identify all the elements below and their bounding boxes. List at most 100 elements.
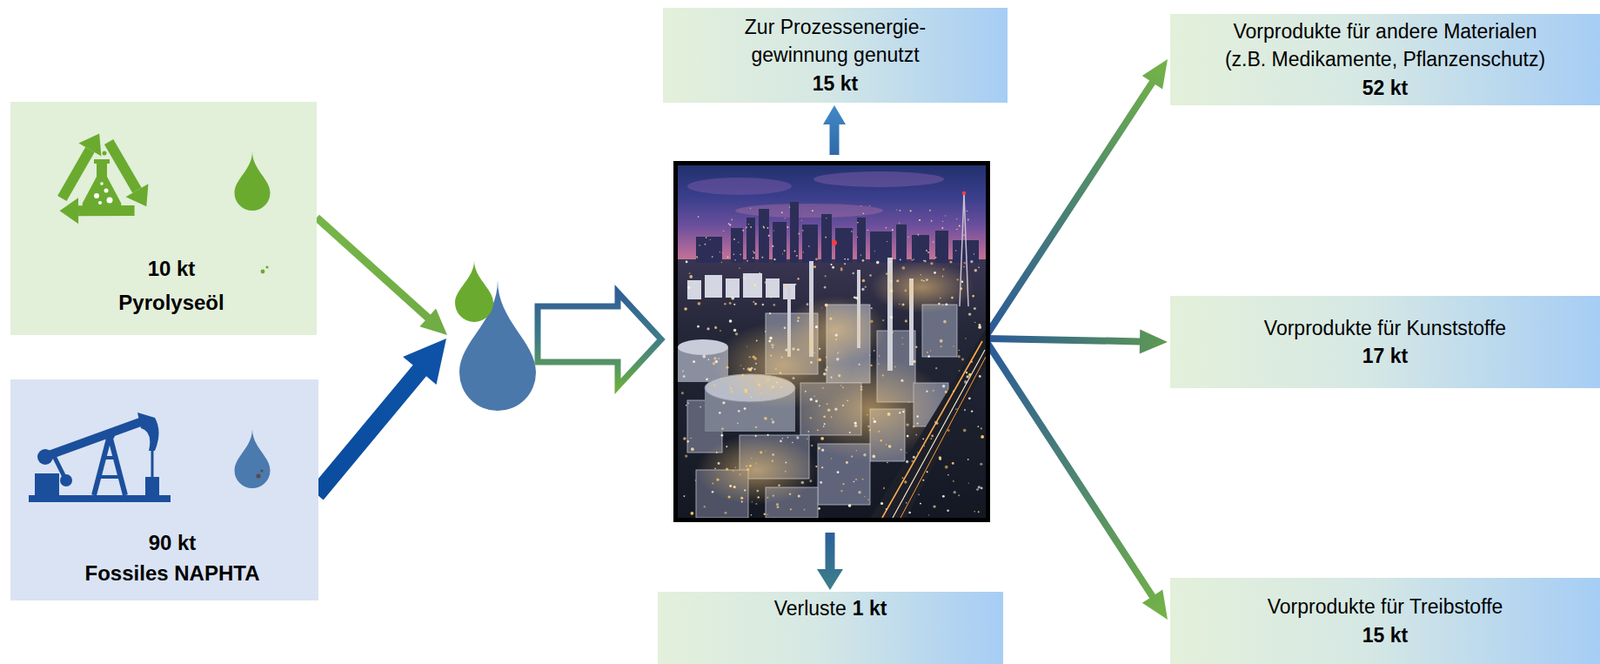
plant-light [824, 274, 827, 277]
pump-pitman [53, 455, 67, 481]
skyline-building [789, 201, 799, 263]
plant-light [806, 437, 808, 439]
plant-light [935, 367, 938, 369]
output-label: Vorprodukte für andere Materialen (z.B. … [1218, 17, 1553, 74]
plant-light [945, 302, 949, 306]
bubble [93, 193, 100, 199]
plant-light [723, 230, 724, 232]
output-label: Zur Prozessenergie- gewinnung genutzt [736, 13, 936, 69]
plant-light [930, 437, 932, 440]
plant-light [767, 227, 770, 229]
plant-light [753, 252, 756, 255]
plant-light [882, 374, 884, 376]
plant-light [888, 444, 892, 449]
plant-light [769, 295, 773, 299]
plant-light [891, 228, 894, 231]
plant-light [889, 279, 892, 282]
plant-light [959, 287, 963, 290]
plant-light [740, 496, 744, 500]
plant-light [904, 319, 908, 322]
plant-light [905, 460, 909, 463]
bubble [104, 188, 109, 194]
plant-light [842, 404, 844, 407]
storage-tank [687, 280, 702, 300]
plant-light [687, 401, 690, 404]
plant-light [956, 218, 958, 221]
plant-light [836, 470, 840, 474]
plant-light [811, 209, 814, 212]
plant-light [882, 319, 884, 322]
skyline-building [730, 227, 744, 263]
plant-light [903, 480, 907, 483]
output-label: Vorprodukte für Kunststoffe [1264, 314, 1507, 342]
plant-light [826, 366, 829, 369]
plant-light [886, 461, 888, 463]
plant-light [847, 258, 850, 261]
plant-light [944, 465, 949, 469]
plant-light [870, 364, 872, 367]
plant-light [683, 495, 686, 497]
plant-light [901, 266, 905, 270]
input-label: Fossiles NAPHTA [85, 561, 261, 587]
plant-light [732, 470, 734, 472]
plant-light [886, 241, 888, 242]
plant-light [738, 267, 740, 268]
plant-light [784, 461, 787, 463]
plant-light [942, 495, 945, 498]
plant-light [920, 274, 922, 275]
plant-light [952, 389, 955, 392]
plant-light [773, 229, 775, 231]
plant-light [784, 348, 788, 351]
plant-light [950, 296, 954, 300]
plant-light [900, 448, 903, 451]
plant-light [756, 380, 759, 383]
plant-light [889, 274, 892, 277]
plant-light [896, 279, 899, 282]
skyline-building [821, 214, 832, 263]
plant-light [763, 513, 766, 516]
output-box: Vorprodukte für andere Materialen (z.B. … [1170, 13, 1600, 106]
plant-light [856, 221, 859, 224]
plant-light [912, 360, 916, 363]
pump-tower-leg [109, 435, 126, 496]
plant-light [797, 494, 801, 497]
plant-light [713, 383, 717, 387]
plant-light [822, 387, 824, 389]
plant-light [923, 280, 925, 282]
tower-light [831, 240, 837, 246]
plant-light [682, 436, 687, 441]
plant-light [941, 227, 944, 229]
plant-light [900, 379, 904, 382]
plant-light [862, 279, 866, 283]
plant-light [836, 357, 840, 362]
pump-beam [41, 421, 143, 458]
plant-light [938, 455, 942, 459]
plant-light [768, 234, 770, 237]
picture-frame [676, 163, 989, 521]
plant-light [690, 447, 695, 451]
plant-light [836, 352, 839, 355]
plant-light [907, 236, 909, 238]
night-sky [677, 165, 986, 275]
plant-light [784, 470, 787, 473]
plant-light [964, 380, 968, 384]
ground [677, 259, 986, 518]
plant-light [756, 339, 758, 342]
plant-light [818, 348, 821, 350]
plant-light [736, 421, 739, 424]
plant-light [808, 430, 811, 433]
plant-light [741, 374, 744, 377]
plant-light [758, 288, 760, 290]
plant-light [961, 358, 965, 362]
plant-light [917, 493, 920, 496]
storage-tank [765, 278, 780, 298]
lattice-tower [964, 193, 969, 307]
plant-light [714, 467, 717, 469]
plant-light [825, 217, 827, 219]
skyline-building [802, 224, 818, 263]
plant-light [815, 257, 818, 261]
plant-light [855, 478, 857, 481]
plant-light [808, 348, 810, 350]
plant-light [745, 465, 748, 468]
plant-light [930, 261, 933, 265]
